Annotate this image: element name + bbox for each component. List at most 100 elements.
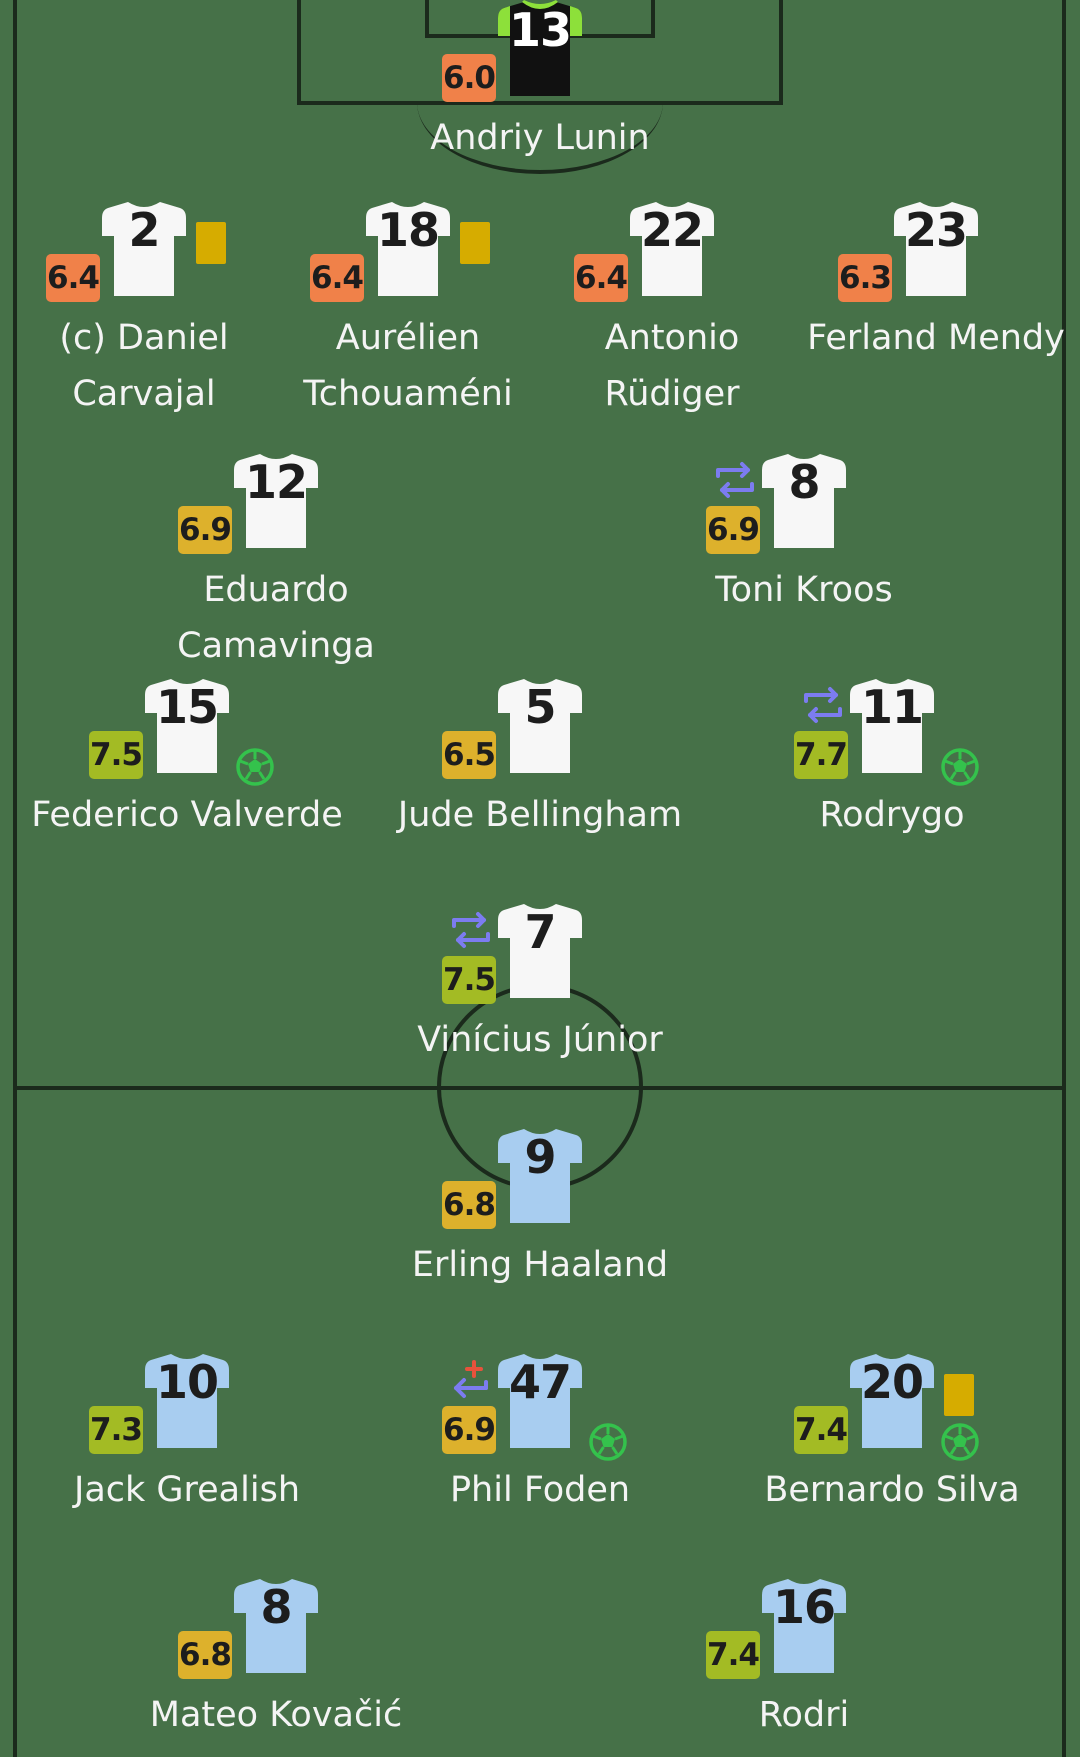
shirt-number: 8 [260, 1580, 292, 1634]
player-name-line: Toni Kroos [715, 570, 893, 610]
shirt-number: 8 [788, 455, 820, 509]
player-shirt: 16 [762, 1577, 846, 1675]
yellow-card-icon [944, 1374, 974, 1416]
jersey-icon [234, 454, 318, 548]
substitution-icon [716, 462, 754, 498]
goal-ball-icon [941, 748, 979, 786]
player-rating-badge: 7.5 [442, 956, 496, 1004]
player-rating-badge: 6.9 [706, 506, 760, 554]
player-name-line: Antonio [604, 318, 740, 358]
substitution-icon [804, 687, 842, 723]
player-name-line: Bernardo Silva [764, 1470, 1020, 1510]
jersey-icon [498, 679, 582, 773]
player-name: Vinícius Júnior [380, 1012, 700, 1068]
player-rating-badge: 6.9 [178, 506, 232, 554]
jersey-icon [850, 1354, 934, 1448]
pitch-touchline-left [13, 0, 17, 1757]
jersey-icon [366, 202, 450, 296]
player-name: Bernardo Silva [732, 1462, 1052, 1518]
player-shirt: 22 [630, 200, 714, 298]
jersey-icon [762, 454, 846, 548]
player-shirt: 7 [498, 902, 582, 1000]
yellow-card-icon [196, 222, 226, 264]
shirt-number: 13 [508, 3, 572, 57]
player-rating-badge: 7.4 [794, 1406, 848, 1454]
shirt-number: 12 [244, 455, 308, 509]
shirt-number: 23 [904, 203, 968, 257]
jersey-icon [498, 1354, 582, 1448]
player-rating-badge: 6.0 [442, 54, 496, 102]
player-rating-badge: 6.9 [442, 1406, 496, 1454]
jersey-icon [145, 679, 229, 773]
player-shirt: 9 [498, 1127, 582, 1225]
player-shirt: 47 [498, 1352, 582, 1450]
player-shirt: 8 [762, 452, 846, 550]
player-name-line: Andriy Lunin [430, 118, 650, 158]
player-shirt: 10 [145, 1352, 229, 1450]
jersey-icon [234, 1579, 318, 1673]
player-name-line: Jack Grealish [74, 1470, 300, 1510]
player-rating-badge: 6.3 [838, 254, 892, 302]
player-name: Jack Grealish [27, 1462, 347, 1518]
player-name-line: Tchouaméni [303, 374, 513, 414]
player-name-line: Rodri [758, 1695, 850, 1735]
jersey-icon [630, 202, 714, 296]
shirt-number: 5 [524, 680, 556, 734]
player-shirt: 15 [145, 677, 229, 775]
jersey-icon [498, 0, 582, 96]
player-shirt: 12 [234, 452, 318, 550]
jersey-icon [850, 679, 934, 773]
shirt-number: 10 [155, 1355, 219, 1409]
player-name-line: Jude Bellingham [397, 795, 683, 835]
player-rating-badge: 7.7 [794, 731, 848, 779]
player-name-line: (c) Daniel [59, 318, 229, 358]
player-name-line: Eduardo Camavinga [177, 570, 375, 666]
player-rating-badge: 6.8 [442, 1181, 496, 1229]
player-name: Jude Bellingham [380, 787, 700, 843]
player-name: Rodri [644, 1687, 964, 1743]
player-shirt: 2 [102, 200, 186, 298]
player-shirt: 23 [894, 200, 978, 298]
player-name: Rodrygo [732, 787, 1052, 843]
penalty-area [297, 0, 783, 105]
player-shirt: 20 [850, 1352, 934, 1450]
pitch-touchline-right [1062, 0, 1066, 1757]
player-name-line: Federico Valverde [31, 795, 343, 835]
penalty-arc [417, 105, 663, 174]
yellow-card-icon [460, 222, 490, 264]
player-rating-badge: 7.3 [89, 1406, 143, 1454]
goal-ball-icon [941, 1423, 979, 1461]
player-name: Phil Foden [380, 1462, 700, 1518]
player-name-line: Rüdiger [604, 374, 740, 414]
player-name: Mateo Kovačić [116, 1687, 436, 1743]
player-name-line: Phil Foden [449, 1470, 631, 1510]
player-name: Toni Kroos [644, 562, 964, 618]
player-shirt: 13 [498, 0, 582, 98]
player-name-line: Erling Haaland [411, 1245, 669, 1285]
jersey-icon [102, 202, 186, 296]
player-name: Andriy Lunin [380, 110, 700, 166]
player-rating-badge: 6.5 [442, 731, 496, 779]
jersey-icon [894, 202, 978, 296]
goal-ball-icon [589, 1423, 627, 1461]
player-rating-badge: 6.4 [46, 254, 100, 302]
player-shirt: 5 [498, 677, 582, 775]
player-rating-badge: 6.4 [574, 254, 628, 302]
jersey-icon [145, 1354, 229, 1448]
player-name-line: Ferland Mendy [807, 318, 1065, 358]
shirt-number: 9 [524, 1130, 556, 1184]
player-shirt: 11 [850, 677, 934, 775]
jersey-icon [498, 904, 582, 998]
player-shirt: 8 [234, 1577, 318, 1675]
player-rating-badge: 6.8 [178, 1631, 232, 1679]
shirt-number: 15 [155, 680, 219, 734]
player-name-line: Aurélien [335, 318, 481, 358]
player-shirt: 18 [366, 200, 450, 298]
player-name-line: Mateo Kovačić [149, 1695, 403, 1735]
shirt-number: 22 [640, 203, 704, 257]
shirt-number: 11 [860, 680, 924, 734]
